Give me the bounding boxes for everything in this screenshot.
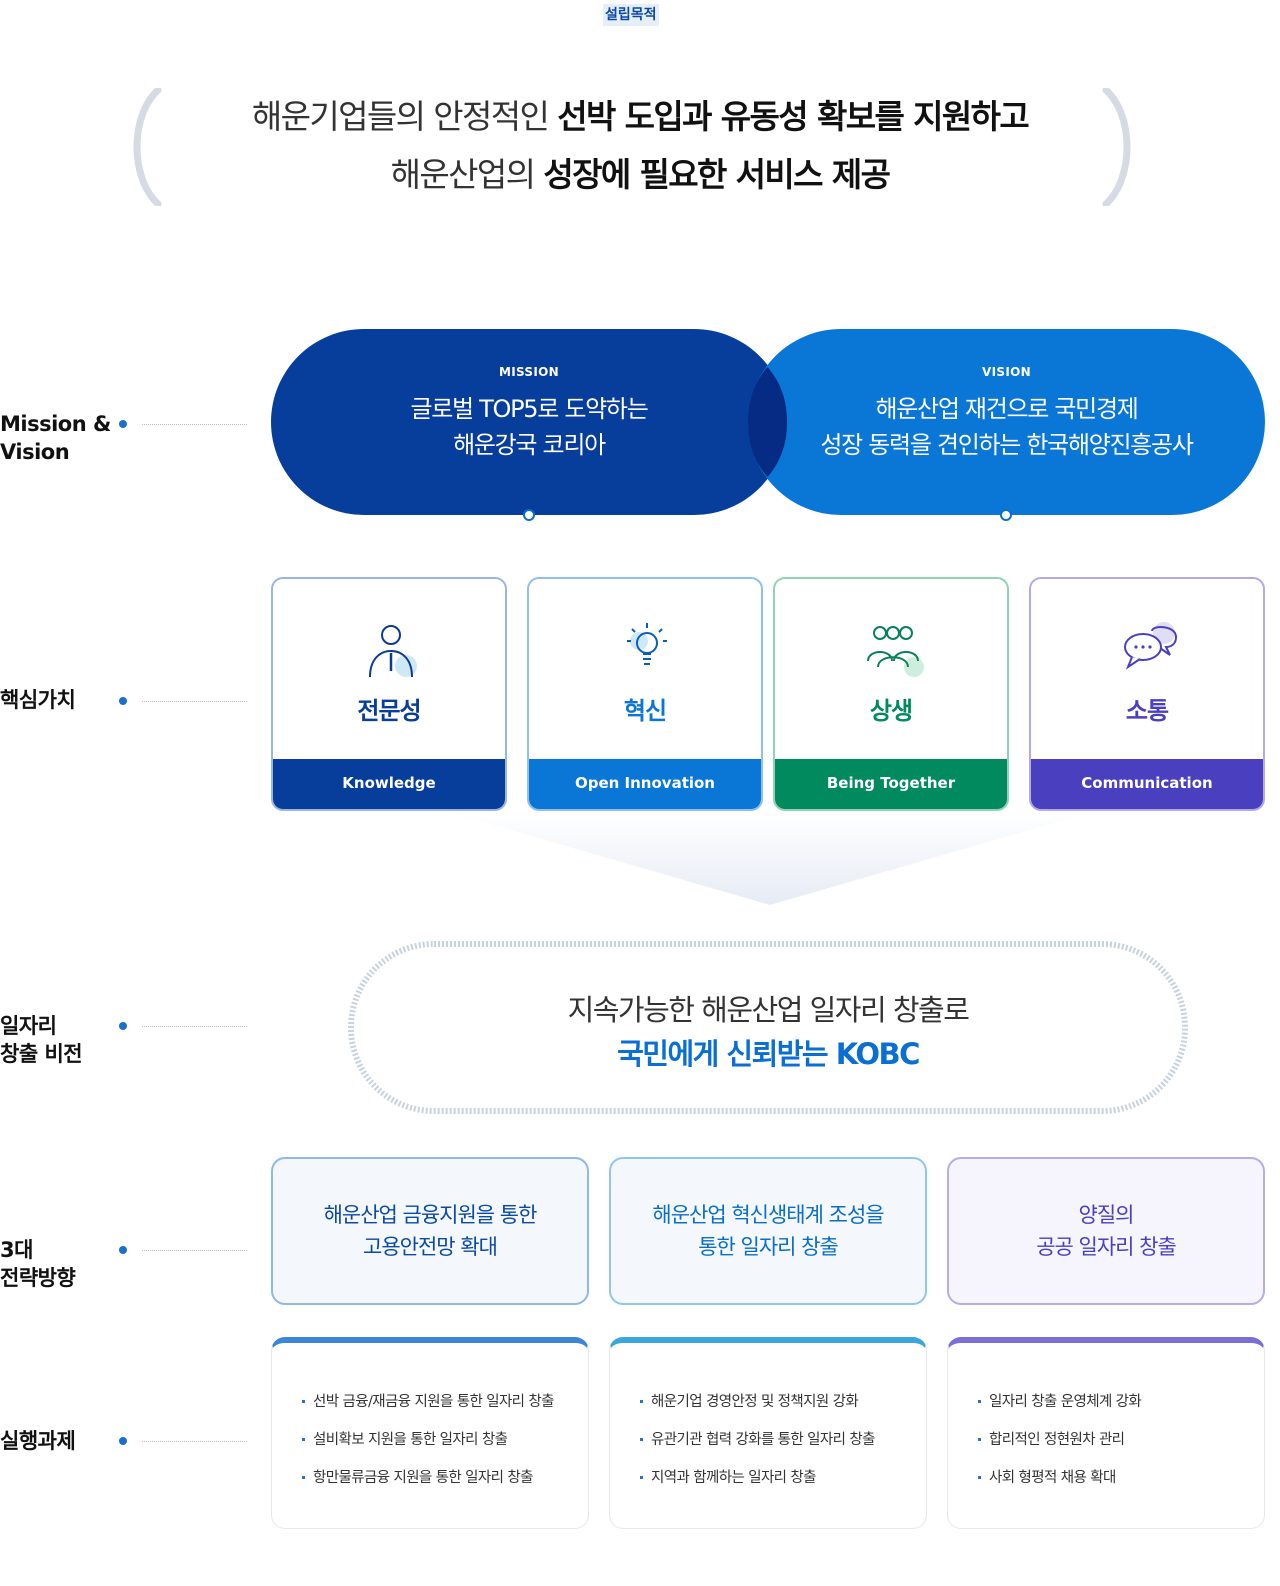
mission-tag: MISSION [499,365,559,379]
row-connector [142,701,247,702]
right-bracket-decoration [1102,88,1131,206]
value-name: 상생 [869,697,913,725]
value-card-together: 상생 Being Together [773,577,1009,811]
list-item: 해운기업 경영안정 및 정책지원 강화 [640,1383,916,1421]
row-label-core-values: 핵심가치 [0,688,76,712]
speech-bubbles-icon [1124,622,1178,670]
left-bracket-decoration [133,88,162,206]
mission-pill: MISSION 글로벌 TOP5로 도약하는 해운강국 코리아 [271,329,787,515]
vision-connector-dot [1000,509,1012,521]
value-name: 전문성 [357,697,421,725]
task-list: 선박 금융/재금융 지원을 통한 일자리 창출 설비확보 지원을 통한 일자리 … [302,1383,578,1497]
job-vision-border [348,941,1188,1114]
list-item: 합리적인 정현원차 관리 [978,1421,1254,1459]
value-english: Open Innovation [529,759,761,809]
task-list: 일자리 창출 운영체계 강화 합리적인 정현원차 관리 사회 형평적 채용 확대 [978,1383,1254,1497]
value-english: Knowledge [273,759,505,809]
vision-tag: VISION [982,365,1031,379]
list-item: 일자리 창출 운영체계 강화 [978,1383,1254,1421]
job-vision-text: 지속가능한 해운산업 일자리 창출로 국민에게 신뢰받는 KOBC [567,993,970,1071]
vision-pill: VISION 해운산업 재건으로 국민경제 성장 동력을 견인하는 한국해양진흥… [748,329,1265,515]
group-icon [867,626,924,677]
list-item: 지역과 함께하는 일자리 창출 [640,1459,916,1497]
row-connector [142,1441,247,1442]
row-connector [142,1026,247,1027]
row-dot [119,1437,127,1445]
lightbulb-icon [627,623,667,665]
strategy-card: 양질의 공공 일자리 창출 [947,1157,1265,1305]
list-item: 사회 형평적 채용 확대 [978,1459,1254,1497]
row-dot [119,1246,127,1254]
value-english: Communication [1031,759,1263,809]
value-card-knowledge: 전문성 Knowledge [271,577,507,811]
purpose-line-2: 해운산업의 성장에 필요한 서비스 제공 [390,155,891,194]
funnel-arrow [445,811,1095,905]
value-english: Being Together [775,759,1007,809]
list-item: 유관기관 협력 강화를 통한 일자리 창출 [640,1421,916,1459]
task-card: 해운기업 경영안정 및 정책지원 강화 유관기관 협력 강화를 통한 일자리 창… [609,1337,927,1529]
purpose-line-1: 해운기업들의 안정적인 선박 도입과 유동성 확보를 지원하고 [251,97,1030,136]
list-item: 선박 금융/재금융 지원을 통한 일자리 창출 [302,1383,578,1421]
value-name: 소통 [1125,697,1169,725]
list-item: 항만물류금융 지원을 통한 일자리 창출 [302,1459,578,1497]
row-dot [119,697,127,705]
task-list: 해운기업 경영안정 및 정책지원 강화 유관기관 협력 강화를 통한 일자리 창… [640,1383,916,1497]
value-card-innovation: 혁신 Open Innovation [527,577,763,811]
row-connector [142,1250,247,1251]
strategy-card: 해운산업 혁신생태계 조성을 통한 일자리 창출 [609,1157,927,1305]
value-name: 혁신 [623,697,667,725]
person-icon [369,625,417,678]
row-label-mission-vision: Mission & Vision [0,412,111,464]
value-card-communication: 소통 Communication [1029,577,1265,811]
task-card: 일자리 창출 운영체계 강화 합리적인 정현원차 관리 사회 형평적 채용 확대 [947,1337,1265,1529]
vision-text: 해운산업 재건으로 국민경제 성장 동력을 견인하는 한국해양진흥공사 [820,395,1194,459]
row-dot [119,1022,127,1030]
row-label-tasks: 실행과제 [0,1429,76,1453]
purpose-statement: 해운기업들의 안정적인 선박 도입과 유동성 확보를 지원하고 해운산업의 성장… [0,88,1280,204]
strategy-card: 해운산업 금융지원을 통한 고용안전망 확대 [271,1157,589,1305]
section-badge: 설립목적 [603,4,659,26]
task-card: 선박 금융/재금융 지원을 통한 일자리 창출 설비확보 지원을 통한 일자리 … [271,1337,589,1529]
mission-text: 글로벌 TOP5로 도약하는 해운강국 코리아 [410,395,649,459]
row-label-strategy: 3대 전략방향 [0,1238,76,1290]
row-connector [142,424,247,425]
mission-connector-dot [523,509,535,521]
job-vision-pill: 지속가능한 해운산업 일자리 창출로 국민에게 신뢰받는 KOBC [347,940,1189,1115]
list-item: 설비확보 지원을 통한 일자리 창출 [302,1421,578,1459]
row-dot [119,420,127,428]
row-label-job-vision: 일자리 창출 비전 [0,1014,83,1066]
pill-overlap [748,367,787,477]
